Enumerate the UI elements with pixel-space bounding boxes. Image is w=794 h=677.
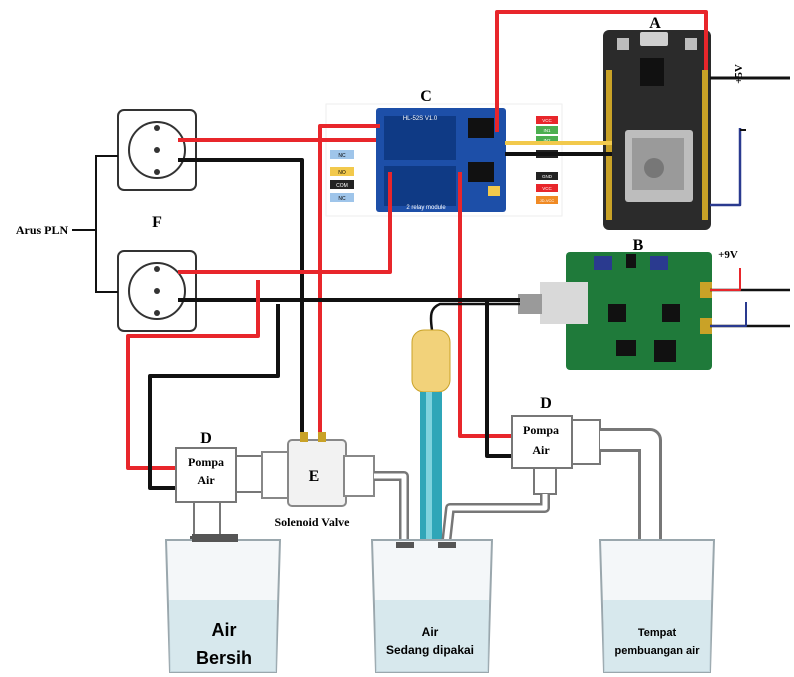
relay-model: HL-52S V1.0: [403, 116, 438, 122]
bnc-connector: [540, 282, 588, 324]
beaker2-text-2: Sedang dipakai: [386, 643, 474, 657]
beaker3-text-2: pembuangan air: [615, 645, 701, 657]
wire-relay-valve-red: [318, 124, 380, 432]
label-pump-right: D: [540, 395, 552, 412]
beaker1-text-2: Bersih: [196, 648, 252, 668]
wires: [126, 10, 790, 490]
beaker2-text-1: Air: [422, 625, 439, 639]
beaker-clean-water: [164, 534, 282, 673]
pump-right-text-1: Pompa: [523, 423, 559, 437]
relay-pin-left-3: COM: [336, 183, 348, 189]
relay-left-pins: NC NO COM NC: [330, 150, 354, 202]
relay-pin-right-3: IN2: [543, 138, 551, 143]
wire-socket1-black: [178, 158, 304, 440]
pump-left-text-2: Air: [197, 473, 215, 487]
pln-line-bottom: [95, 230, 118, 293]
solenoid-valve: [261, 432, 375, 507]
relay-pin-right-5: GND: [542, 174, 553, 179]
en-button: [685, 38, 697, 50]
label-relay: C: [420, 88, 432, 105]
wire-esp-5v-red: [495, 10, 708, 132]
wire-pump1-black: [148, 304, 280, 490]
boot-button: [617, 38, 629, 50]
relay-pin-left-4: NC: [338, 196, 346, 202]
relay-pin-left-1: NC: [338, 153, 346, 159]
relay-pin-right-2: IN1: [543, 128, 551, 133]
power-socket-bottom: [117, 250, 197, 332]
relay-pin-right-7: JD-VCC: [540, 198, 555, 203]
pln-line-top: [72, 155, 118, 231]
ph-sensor-module: [518, 252, 712, 370]
label-plus5v: +5V: [733, 64, 745, 84]
usb-port: [640, 32, 668, 46]
relay-pin-right-1: VCC: [542, 118, 552, 123]
wire-esp-ph-data: [710, 128, 742, 207]
wire-relay-socket2-red: [178, 172, 392, 274]
label-solenoid-valve: Solenoid Valve: [274, 515, 350, 529]
beaker3-text-1: Tempat: [638, 627, 677, 639]
beaker-water-in-use: [370, 539, 494, 673]
label-ph-module: B: [633, 237, 644, 254]
label-esp32: A: [649, 15, 661, 32]
relay-module: [325, 103, 563, 217]
label-valve: E: [309, 468, 320, 485]
pump-left-text-1: Pompa: [188, 455, 224, 469]
label-arus-pln: Arus PLN: [16, 223, 69, 237]
wire-relay-pump2-red: [458, 172, 515, 438]
pump-right-text-2: Air: [532, 443, 550, 457]
relay-footer: 2 relay module: [406, 205, 446, 211]
power-socket-top: [117, 109, 197, 191]
relay-pin-right-6: VCC: [542, 186, 552, 191]
wire-pump2-black: [485, 300, 515, 458]
wire-9v-red: [710, 268, 741, 291]
label-pump-left: D: [200, 430, 212, 447]
label-plus9v: +9V: [718, 249, 738, 261]
wire-pump1-red: [126, 280, 260, 470]
label-sockets: F: [152, 214, 162, 231]
relay-pin-left-2: NO: [338, 170, 346, 176]
beaker-waste: [598, 539, 716, 673]
beaker1-text-1: Air: [211, 620, 236, 640]
esp32-board: [603, 30, 711, 230]
